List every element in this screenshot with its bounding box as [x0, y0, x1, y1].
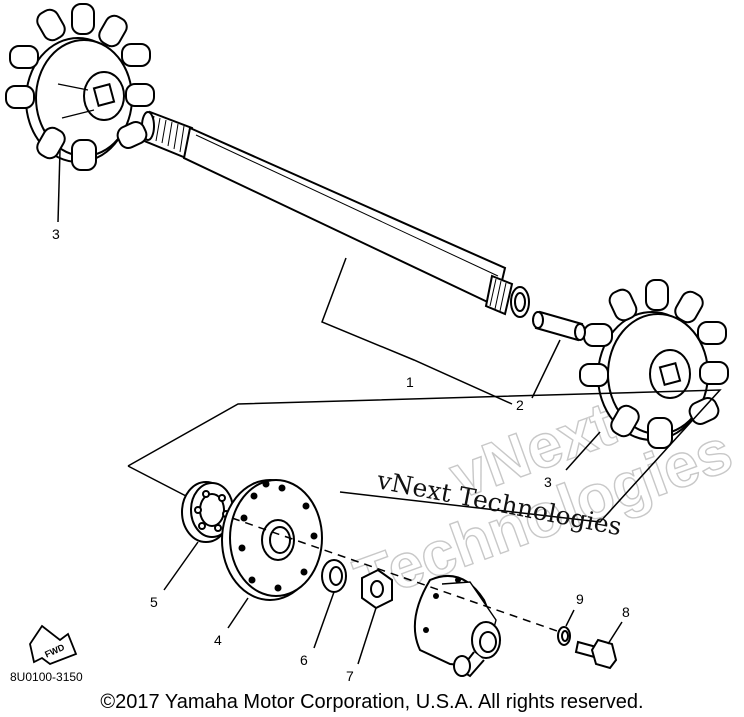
flange-bolt-holes — [238, 480, 318, 592]
sprocket-right-teeth — [580, 280, 728, 448]
housing-bolt-holes — [423, 577, 461, 633]
callout-7: 7 — [346, 668, 354, 684]
hex-nut — [362, 570, 392, 608]
diagram-code: 8U0100-3150 — [10, 670, 83, 684]
bearing — [182, 482, 233, 542]
lock-washer — [558, 627, 570, 645]
callout-2: 2 — [516, 397, 524, 413]
callout-3-left: 3 — [52, 226, 60, 242]
callout-3-right: 3 — [544, 474, 552, 490]
copyright-footer: ©2017 Yamaha Motor Corporation, U.S.A. A… — [100, 691, 644, 713]
washer — [322, 560, 346, 592]
callout-numbers: 3 1 2 3 5 4 6 7 9 8 — [52, 226, 630, 684]
sprocket-left-teeth — [6, 4, 154, 170]
callout-6: 6 — [300, 652, 308, 668]
callout-9: 9 — [576, 591, 584, 607]
sprocket-right — [580, 280, 728, 448]
hex-bolt — [576, 640, 616, 668]
exploded-view-drawing: vNext Technologies — [0, 0, 742, 684]
callout-8: 8 — [622, 604, 630, 620]
bearing-housing — [415, 576, 500, 676]
forward-arrow-icon: FWD — [29, 624, 78, 666]
flange-plate — [222, 480, 322, 600]
callout-4: 4 — [214, 632, 222, 648]
collar-pin — [533, 312, 585, 340]
sprocket-left — [6, 4, 154, 170]
leader-lines — [57, 149, 722, 665]
drive-shaft — [142, 112, 529, 317]
callout-5: 5 — [150, 594, 158, 610]
callout-1: 1 — [406, 374, 414, 390]
